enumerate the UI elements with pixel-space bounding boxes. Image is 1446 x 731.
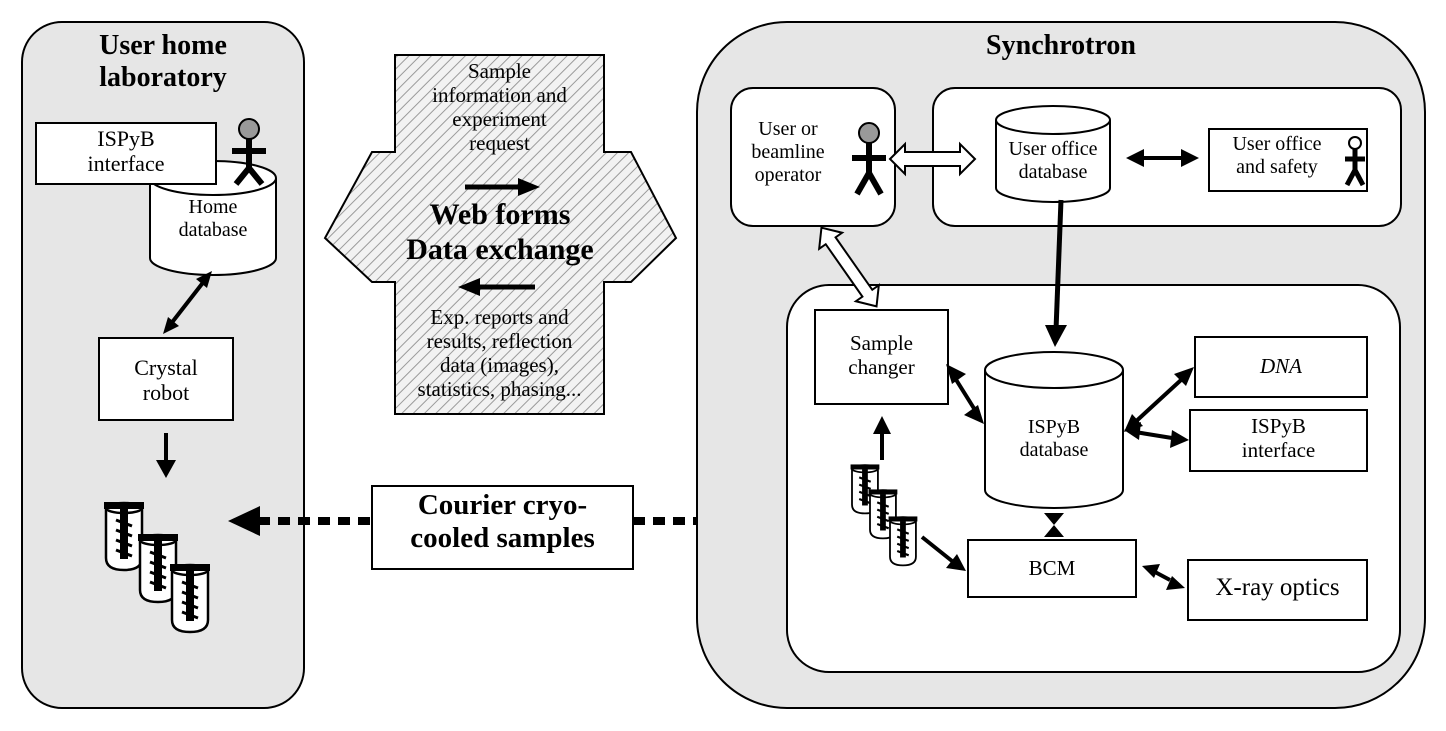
user-office-safety-box bbox=[1208, 128, 1368, 192]
user-office-db-label: User office database bbox=[1008, 138, 1098, 183]
home-user-person-icon bbox=[232, 118, 266, 186]
operator-label: User or beamline operator bbox=[751, 118, 825, 186]
bcm-xray-arrow bbox=[1142, 564, 1185, 590]
exchange-bottom-label: Exp. reports and results, reflection dat… bbox=[417, 305, 582, 402]
synchrotron-sample-vials-icon bbox=[850, 464, 918, 567]
courier-box bbox=[371, 485, 634, 570]
exchange-double-arrow bbox=[323, 54, 678, 415]
db-safety-arrow bbox=[1126, 149, 1199, 167]
home-db-label: Home database bbox=[178, 196, 248, 241]
xray-optics-box bbox=[1187, 559, 1368, 621]
user-office-safety-label: User office and safety bbox=[1232, 133, 1322, 178]
sample-vial-icon bbox=[104, 501, 144, 572]
exchange-center-label: Web forms Data exchange bbox=[406, 198, 594, 266]
user-office-database-cylinder bbox=[995, 105, 1111, 203]
home-ispyb-interface-box bbox=[35, 122, 217, 185]
operator-office-hollow-arrow bbox=[888, 141, 977, 177]
sample-vial-icon bbox=[850, 464, 880, 515]
synchrotron-title: Synchrotron bbox=[986, 30, 1136, 61]
ispyb-interface-box bbox=[1189, 409, 1368, 472]
bcm-box bbox=[967, 539, 1137, 598]
ispyb-bcm-arrow bbox=[1044, 513, 1064, 537]
right-arrow-icon bbox=[465, 178, 540, 196]
xray-optics-label: X-ray optics bbox=[1215, 574, 1340, 601]
ispyb-database-cylinder bbox=[984, 351, 1124, 509]
ispyb-interface-arrow bbox=[1124, 422, 1189, 448]
home-db-robot-arrow bbox=[163, 271, 212, 334]
home-sample-vials-icon bbox=[104, 501, 210, 634]
crystal-robot-label: Crystal robot bbox=[134, 355, 198, 406]
left-arrow-icon bbox=[458, 278, 535, 296]
sample-vial-icon bbox=[138, 533, 178, 604]
exchange-top-label: Sample information and experiment reques… bbox=[432, 59, 567, 156]
dna-label: DNA bbox=[1260, 354, 1302, 378]
sample-vial-icon bbox=[170, 563, 210, 634]
home-lab-title: User home laboratory bbox=[99, 30, 227, 94]
operator-beamline-hollow-arrow bbox=[817, 226, 881, 308]
vials-changer-arrow bbox=[873, 416, 891, 460]
home-ispyb-label: ISPyB interface bbox=[87, 126, 165, 177]
robot-samples-arrow bbox=[156, 433, 176, 478]
sample-vial-icon bbox=[888, 516, 918, 567]
ispyb-db-label: ISPyB database bbox=[1019, 416, 1089, 461]
bcm-label: BCM bbox=[1028, 556, 1076, 580]
operator-person-icon bbox=[852, 122, 886, 196]
courier-label: Courier cryo- cooled samples bbox=[410, 489, 595, 555]
dna-box bbox=[1194, 336, 1368, 398]
sample-changer-label: Sample changer bbox=[848, 331, 915, 380]
changer-ispyb-arrow bbox=[946, 364, 984, 424]
sample-changer-box bbox=[814, 309, 949, 405]
crystal-robot-box bbox=[98, 337, 234, 421]
safety-person-icon bbox=[1344, 136, 1366, 187]
office-db-ispyb-db-arrow bbox=[1045, 199, 1067, 347]
vials-bcm-arrow bbox=[920, 535, 966, 571]
ispyb-interface-label: ISPyB interface bbox=[1241, 414, 1316, 463]
